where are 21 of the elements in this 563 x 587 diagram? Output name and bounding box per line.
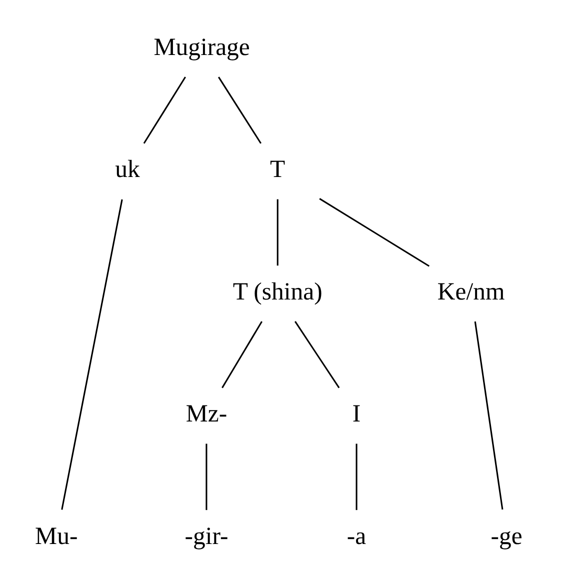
node-text: -gir- — [184, 522, 228, 550]
connector — [294, 321, 340, 388]
node-text: Mz- — [186, 400, 228, 428]
node-text: uk — [115, 156, 140, 184]
connector — [222, 321, 262, 388]
connector — [143, 76, 186, 144]
node-text: Ke/nm — [437, 278, 505, 306]
connector — [474, 321, 504, 510]
connector — [319, 198, 430, 267]
node-text: -ge — [490, 522, 522, 550]
node-text: Mugirage — [154, 34, 250, 61]
connector — [218, 76, 262, 144]
connector — [206, 444, 208, 510]
connector — [356, 444, 358, 510]
node-text: -a — [346, 522, 366, 550]
node-text: I — [352, 400, 361, 428]
node-text: Mu- — [35, 522, 78, 550]
node-text: T — [270, 156, 286, 184]
connector — [276, 199, 278, 266]
node-text: T (shina) — [232, 278, 322, 306]
connector — [61, 199, 123, 510]
